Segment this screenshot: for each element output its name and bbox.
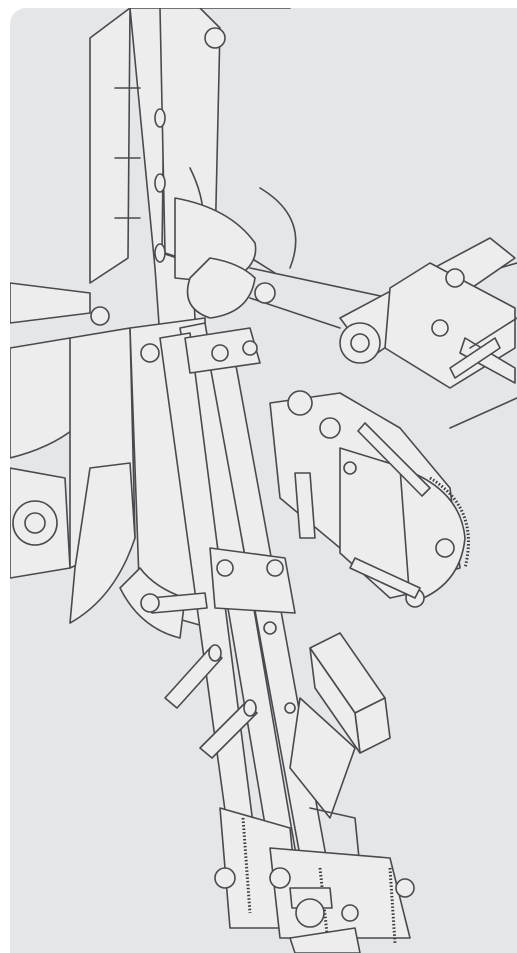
pedal-block <box>289 632 391 869</box>
main-column <box>89 8 297 339</box>
foot-assembly <box>214 807 415 953</box>
right-edge-details <box>449 317 517 429</box>
mechanism-line-drawing <box>10 8 517 953</box>
right-arm-assembly <box>269 237 516 608</box>
illustration-panel <box>10 8 517 953</box>
